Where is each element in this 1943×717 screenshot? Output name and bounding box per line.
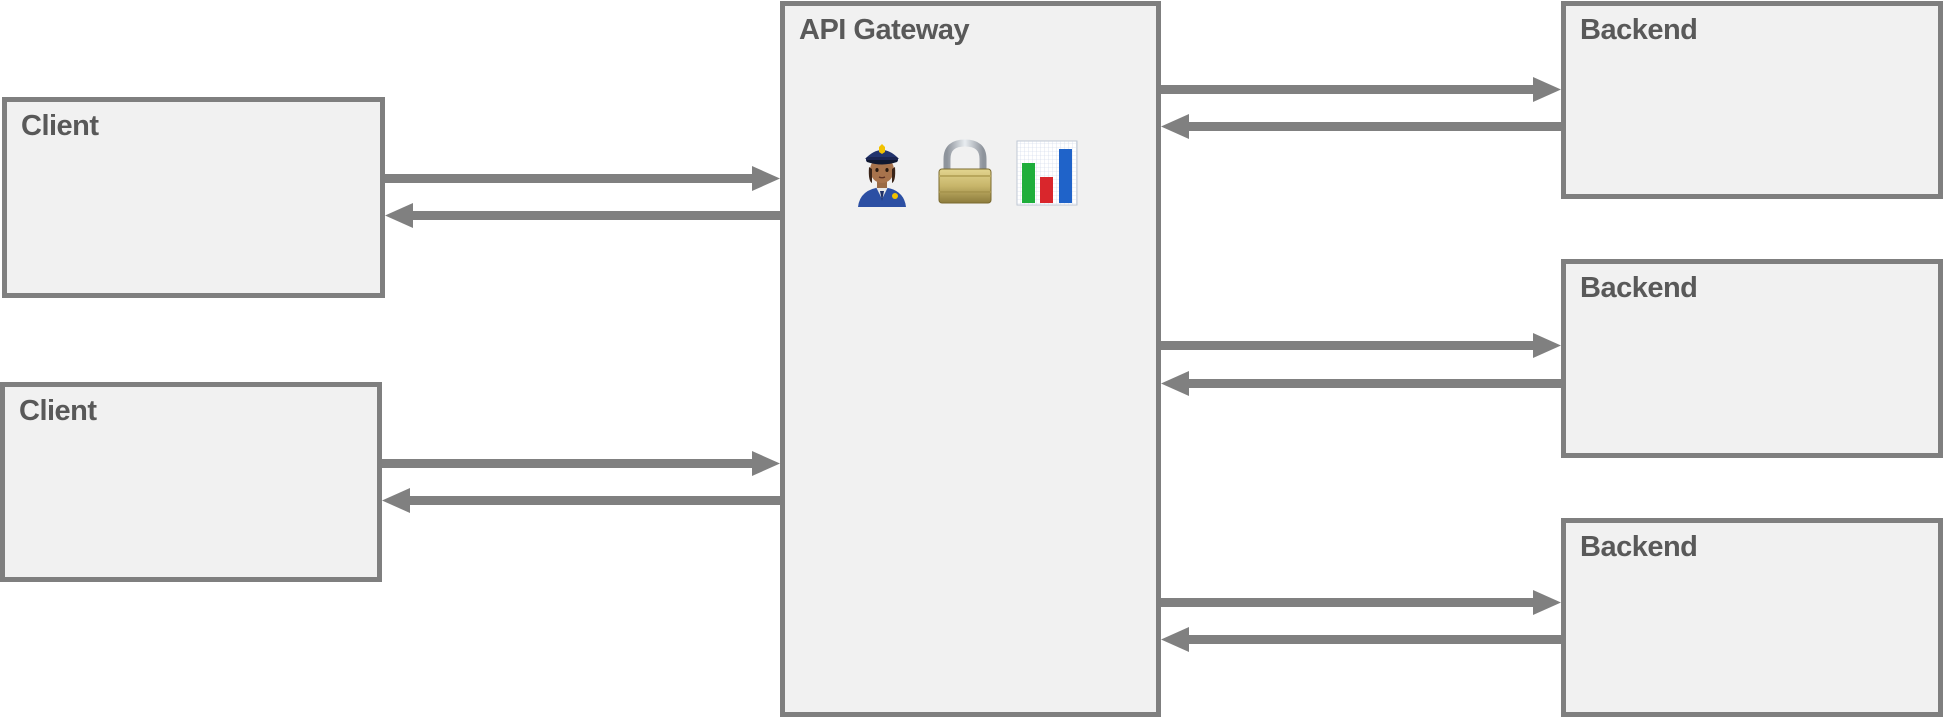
arrow-gateway-to-backend1: [1161, 77, 1561, 102]
client-box-1: Client: [2, 97, 385, 298]
arrow-gateway-to-client2: [382, 488, 780, 513]
api-gateway-label: API Gateway: [799, 14, 970, 46]
backend-label-2: Backend: [1580, 272, 1698, 304]
police-officer-icon: [858, 144, 906, 207]
backend-box-3: Backend: [1561, 518, 1943, 717]
padlock-icon: [938, 139, 992, 204]
client-label-1: Client: [21, 110, 99, 142]
backend-label-1: Backend: [1580, 14, 1698, 46]
arrow-backend2-to-gateway: [1161, 371, 1561, 396]
arrow-client1-to-gateway: [385, 166, 780, 191]
arrow-gateway-to-backend2: [1161, 333, 1561, 358]
arrow-backend1-to-gateway: [1161, 114, 1561, 139]
client-label-2: Client: [19, 395, 97, 427]
backend-box-2: Backend: [1561, 259, 1943, 458]
backend-label-3: Backend: [1580, 531, 1698, 563]
api-gateway-box: API Gateway: [780, 1, 1161, 717]
backend-box-1: Backend: [1561, 1, 1943, 199]
client-box-2: Client: [0, 382, 382, 582]
arrow-gateway-to-client1: [385, 203, 780, 228]
arrow-backend3-to-gateway: [1161, 627, 1561, 652]
arrow-gateway-to-backend3: [1161, 590, 1561, 615]
bar-chart-icon: [1016, 140, 1078, 206]
arrow-client2-to-gateway: [382, 451, 780, 476]
